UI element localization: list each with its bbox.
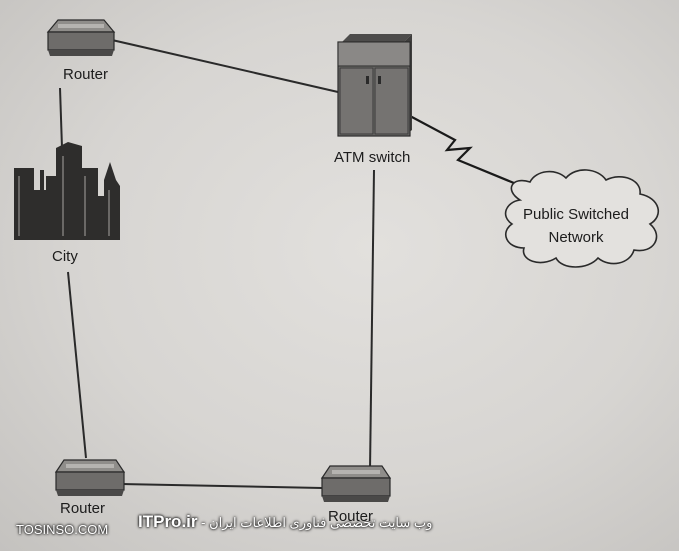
router-bottom-right-icon (320, 465, 392, 502)
city-label: City (52, 248, 78, 265)
router-top-icon (46, 19, 116, 56)
public-switched-network-cloud (504, 169, 660, 268)
cloud-label: Public Switched Network (506, 203, 646, 249)
watermark-text: وب سایت تخصصی فناوری اطلاعات ایران - (201, 515, 433, 530)
atm-switch-icon (337, 34, 412, 137)
router-bottom-right-label: Router (328, 508, 374, 525)
cloud-label-line1: Public Switched (523, 206, 629, 223)
watermark-right: ITPro.ir وب سایت تخصصی فناوری اطلاعات ای… (138, 512, 432, 532)
watermark-site: ITPro.ir (138, 512, 198, 531)
watermark-left: TOSINSO.COM (16, 522, 109, 537)
link-router-top-city (59, 87, 63, 149)
link-city-router-bottom-left (67, 271, 87, 459)
cloud-label-line2: Network (548, 229, 604, 246)
router-bottom-left-label: Router (60, 500, 106, 517)
router-bottom-left-icon (54, 459, 126, 496)
link-router-bottom-left-right (121, 483, 323, 489)
link-router-top-atm (111, 39, 339, 93)
link-atm-cloud-lightning (409, 115, 527, 190)
router-top-label: Router (63, 66, 109, 83)
atm-switch-label: ATM switch (334, 149, 411, 166)
city-icon (14, 142, 120, 240)
link-atm-router-bottom-right (369, 169, 375, 471)
